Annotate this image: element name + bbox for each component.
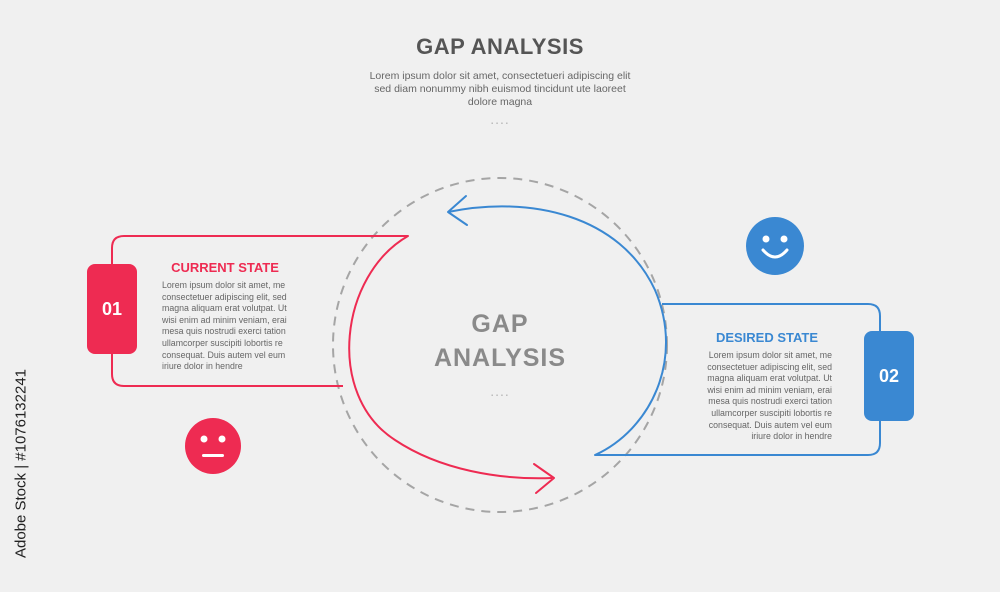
neutral-face-icon [185, 418, 241, 474]
step-badge-01: 01 [87, 264, 137, 354]
desired-state-arrowhead [447, 195, 468, 226]
stock-watermark: Adobe Stock | #1076132241 [6, 350, 30, 580]
desired-state-title: DESIRED STATE [715, 330, 819, 345]
dashed-circle [332, 177, 668, 513]
page-subtitle: Lorem ipsum dolor sit amet, consectetuer… [369, 70, 631, 108]
current-state-body: Lorem ipsum dolor sit amet, me consectet… [162, 280, 287, 372]
smiley-face-icon [746, 217, 804, 275]
step-badge-02: 02 [864, 331, 914, 421]
header-dots: .... [490, 111, 510, 127]
center-title-line2: ANALYSIS [433, 344, 567, 372]
desired-state-body: Lorem ipsum dolor sit amet, me consectet… [707, 350, 832, 442]
desired-state-frame [447, 205, 881, 456]
current-state-frame [111, 235, 553, 480]
current-state-arrowhead [533, 463, 555, 494]
center-dots: .... [490, 383, 510, 399]
current-state-title: CURRENT STATE [171, 260, 279, 275]
watermark-text: Adobe Stock | #1076132241 [12, 368, 30, 559]
center-title-line1: GAP [471, 310, 529, 338]
page-title: GAP ANALYSIS [416, 34, 584, 59]
